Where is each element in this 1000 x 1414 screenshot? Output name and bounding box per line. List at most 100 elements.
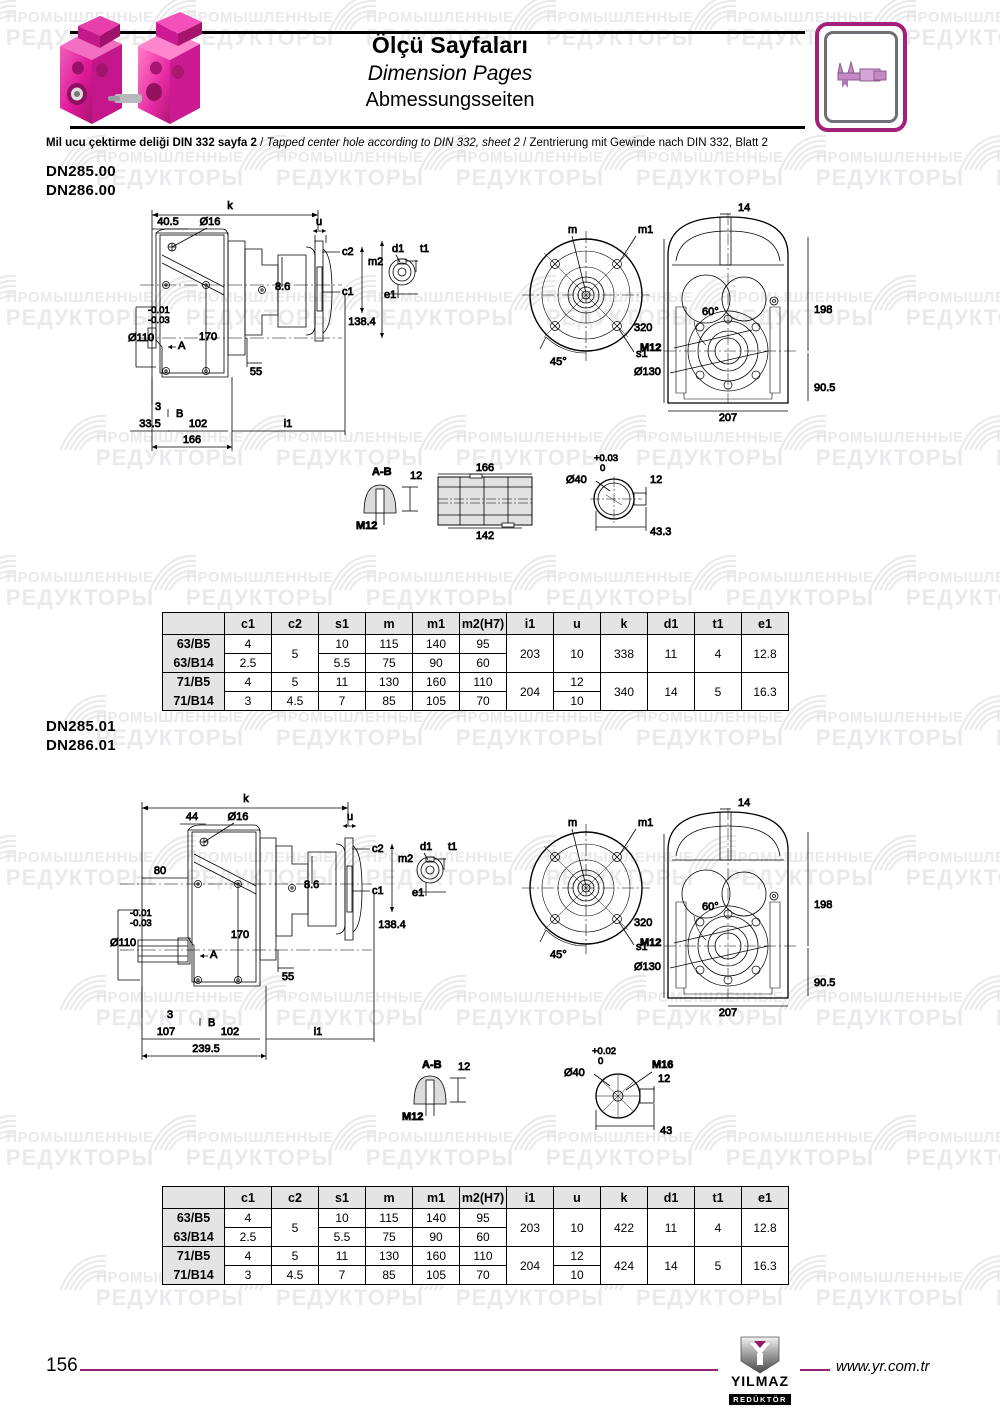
svg-text:e1: e1: [412, 887, 424, 899]
svg-text:m1: m1: [638, 817, 653, 829]
svg-text:-0.03: -0.03: [130, 918, 152, 929]
svg-text:320: 320: [634, 322, 652, 334]
svg-text:Ø40: Ø40: [564, 1067, 585, 1079]
cell-u-bot: 10: [553, 1265, 601, 1285]
din-note-tr: Mil ucu çektirme deliği DIN 332 sayfa 2: [46, 137, 257, 149]
svg-text:M12: M12: [402, 1111, 423, 1123]
svg-text:55: 55: [250, 366, 262, 378]
dimension-table-dn285-00: c1 c2 s1 m m1 m2(H7) i1 u k d1 t1 e1 63/…: [162, 612, 789, 711]
col-i1: i1: [506, 1186, 554, 1209]
cell-s1-top: 11: [318, 1246, 366, 1266]
cell-c1-top: 4: [224, 1208, 272, 1228]
svg-text:-0.01: -0.01: [148, 305, 170, 316]
svg-text:0: 0: [598, 1056, 603, 1067]
col-t1: t1: [694, 612, 742, 635]
svg-text:m: m: [568, 224, 577, 236]
svg-text:14: 14: [738, 202, 750, 214]
table-row: 63/B5 4 5 10 115 140 95 203 10 422 11 4 …: [162, 1208, 789, 1247]
svg-text:90.5: 90.5: [814, 382, 835, 394]
svg-text:207: 207: [719, 1007, 737, 1019]
svg-text:45°: 45°: [550, 949, 567, 961]
cell-i1-merged: 204: [506, 672, 554, 711]
row-label-71-b5: 71/B5: [162, 1246, 225, 1266]
cell-m1-bot: 90: [412, 1227, 460, 1247]
svg-text:12: 12: [458, 1061, 470, 1073]
cell-e1-merged: 12.8: [741, 1208, 789, 1247]
svg-text:170: 170: [199, 331, 217, 343]
cell-m-top: 115: [365, 1208, 413, 1228]
drawing-dn285-01: k 44 Ø16: [110, 790, 890, 1160]
cell-k-merged: 338: [600, 634, 648, 673]
svg-text:8.6: 8.6: [304, 879, 319, 891]
col-k: k: [600, 612, 648, 635]
col-s1: s1: [318, 1186, 366, 1209]
svg-text:198: 198: [814, 304, 832, 316]
svg-text:0: 0: [600, 463, 605, 474]
cell-m-top: 115: [365, 634, 413, 654]
svg-text:166: 166: [183, 434, 201, 446]
cell-m1-bot: 105: [412, 1265, 460, 1285]
svg-text:198: 198: [814, 899, 832, 911]
cell-d1-merged: 11: [647, 1208, 695, 1247]
svg-text:-0.03: -0.03: [148, 315, 170, 326]
row-label-63-b5: 63/B5: [162, 1208, 225, 1228]
cell-m2-bot: 70: [459, 1265, 507, 1285]
svg-text:m1: m1: [638, 224, 653, 236]
svg-text:c1: c1: [342, 286, 354, 298]
svg-text:43: 43: [660, 1125, 672, 1137]
svg-text:60°: 60°: [702, 306, 719, 318]
logo-subtitle: REDÜKTÖR: [729, 1394, 791, 1405]
cell-c2-top: 5: [271, 672, 319, 692]
table-header-row: c1 c2 s1 m m1 m2(H7) i1 u k d1 t1 e1: [162, 1186, 789, 1209]
cell-m1-top: 140: [412, 634, 460, 654]
header-rule-bottom: [70, 126, 805, 129]
svg-text:t1: t1: [420, 243, 429, 255]
row-label-71-b5: 71/B5: [162, 672, 225, 692]
svg-text:55: 55: [282, 971, 294, 983]
cell-m1-top: 160: [412, 672, 460, 692]
svg-text:12: 12: [650, 474, 662, 486]
svg-text:80: 80: [154, 865, 166, 877]
cell-m2-top: 110: [459, 1246, 507, 1266]
row-label-63-b14: 63/B14: [162, 1227, 225, 1247]
svg-text:207: 207: [719, 412, 737, 424]
svg-text:u: u: [316, 216, 322, 228]
cell-m1-top: 160: [412, 1246, 460, 1266]
svg-text:-0.01: -0.01: [130, 908, 152, 919]
model-label-dn285-00: DN285.00: [46, 163, 116, 180]
cell-t1-merged: 5: [694, 1246, 742, 1285]
svg-text:12: 12: [658, 1073, 670, 1085]
col-m2-h7: m2(H7): [459, 612, 507, 635]
company-logo: YILMAZ REDÜKTÖR: [718, 1335, 802, 1405]
svg-text:102: 102: [189, 418, 207, 430]
svg-text:8.6: 8.6: [275, 281, 290, 293]
svg-text:M16: M16: [652, 1059, 673, 1071]
col-e1: e1: [741, 612, 789, 635]
svg-text:A-B: A-B: [422, 1059, 442, 1071]
footer-rule-left: [80, 1369, 718, 1371]
cell-u-top: 12: [553, 672, 601, 692]
cell-d1-merged: 11: [647, 634, 695, 673]
cell-k-merged: 340: [600, 672, 648, 711]
cell-s1-bot: 5.5: [318, 653, 366, 673]
svg-text:s1: s1: [636, 348, 648, 360]
col-k: k: [600, 1186, 648, 1209]
col-c1: c1: [224, 1186, 272, 1209]
svg-text:i1: i1: [284, 418, 293, 430]
svg-text:k: k: [227, 200, 233, 212]
svg-text:Ø40: Ø40: [566, 474, 587, 486]
cell-m-top: 130: [365, 672, 413, 692]
col-m2-h7: m2(H7): [459, 1186, 507, 1209]
col-c2: c2: [271, 612, 319, 635]
svg-text:40.5: 40.5: [157, 216, 178, 228]
cell-t1-merged: 5: [694, 672, 742, 711]
cell-c1-top: 4: [224, 634, 272, 654]
col-e1: e1: [741, 1186, 789, 1209]
cell-e1-merged: 16.3: [741, 1246, 789, 1285]
cell-m1-bot: 105: [412, 691, 460, 711]
svg-text:Ø110: Ø110: [110, 937, 136, 949]
svg-text:u: u: [347, 811, 353, 823]
cell-k-merged: 422: [600, 1208, 648, 1247]
col-m: m: [365, 612, 413, 635]
svg-text:+0.03: +0.03: [594, 453, 618, 464]
